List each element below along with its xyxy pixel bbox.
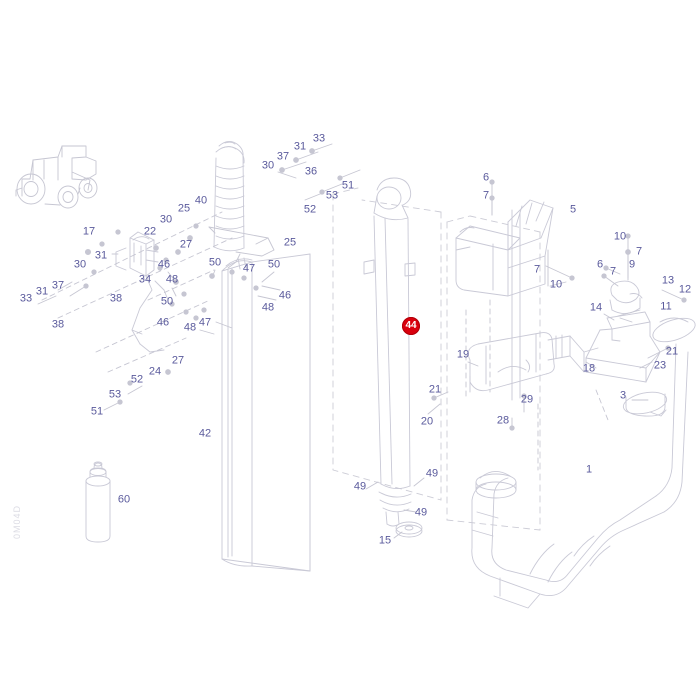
part-label-31: 31 — [35, 285, 49, 298]
frame-bracket-icon — [467, 332, 599, 393]
part-label-46: 46 — [156, 316, 170, 329]
part-label-7: 7 — [482, 189, 490, 202]
part-label-10: 10 — [613, 230, 627, 243]
exhaust-pipe-icon — [471, 317, 696, 609]
part-label-38: 38 — [109, 292, 123, 305]
part-label-7: 7 — [635, 245, 643, 258]
part-label-30: 30 — [261, 159, 275, 172]
part-label-53: 53 — [108, 388, 122, 401]
filter-canister-icon — [85, 461, 111, 543]
part-label-49: 49 — [353, 480, 367, 493]
part-label-52: 52 — [303, 203, 317, 216]
part-label-53: 53 — [325, 189, 339, 202]
part-label-49: 49 — [425, 467, 439, 480]
part-label-27: 27 — [179, 238, 193, 251]
part-label-36: 36 — [304, 165, 318, 178]
part-label-18: 18 — [582, 362, 596, 375]
part-label-50: 50 — [208, 256, 222, 269]
part-label-30: 30 — [73, 258, 87, 271]
highlighted-part-marker[interactable]: 44 — [402, 317, 420, 335]
part-label-22: 22 — [143, 225, 157, 238]
corner-code: 0M04D — [12, 505, 22, 540]
part-label-24: 24 — [148, 365, 162, 378]
part-label-7: 7 — [533, 263, 541, 276]
part-label-21: 21 — [665, 345, 679, 358]
part-label-12: 12 — [678, 283, 692, 296]
part-label-21: 21 — [428, 383, 442, 396]
part-label-11: 11 — [660, 300, 672, 313]
part-label-51: 51 — [341, 179, 355, 192]
part-label-52: 52 — [130, 373, 144, 386]
part-label-25: 25 — [177, 202, 191, 215]
corrugated-hose-icon — [213, 141, 245, 252]
part-label-29: 29 — [520, 393, 534, 406]
part-label-50: 50 — [267, 258, 281, 271]
part-label-33: 33 — [19, 292, 33, 305]
part-label-5: 5 — [569, 203, 577, 216]
part-label-38: 38 — [51, 318, 65, 331]
part-label-46: 46 — [157, 258, 171, 271]
part-label-47: 47 — [198, 316, 212, 329]
linkage-cluster-icon — [111, 231, 169, 353]
part-label-17: 17 — [82, 225, 96, 238]
part-label-10: 10 — [549, 278, 563, 291]
part-label-28: 28 — [496, 414, 510, 427]
hood-cover-icon — [455, 199, 554, 297]
part-label-37: 37 — [51, 279, 65, 292]
muffler-cap-icon — [622, 391, 668, 417]
part-label-30: 30 — [159, 213, 173, 226]
part-label-23: 23 — [653, 359, 667, 372]
part-label-7: 7 — [609, 265, 617, 278]
part-label-46: 46 — [278, 289, 292, 302]
part-label-33: 33 — [312, 132, 326, 145]
part-label-40: 40 — [194, 194, 208, 207]
part-label-48: 48 — [261, 301, 275, 314]
part-label-34: 34 — [138, 273, 152, 286]
part-label-25: 25 — [283, 236, 297, 249]
part-label-27: 27 — [171, 354, 185, 367]
part-label-9: 9 — [628, 258, 636, 271]
tailpipe-icon — [363, 177, 423, 538]
part-label-50: 50 — [160, 295, 174, 308]
part-label-42: 42 — [198, 427, 212, 440]
part-label-47: 47 — [242, 262, 256, 275]
part-label-31: 31 — [94, 249, 108, 262]
part-label-14: 14 — [589, 301, 603, 314]
part-label-49: 49 — [414, 506, 428, 519]
part-label-60: 60 — [117, 493, 131, 506]
part-label-37: 37 — [276, 150, 290, 163]
part-label-3: 3 — [619, 389, 627, 402]
part-label-13: 13 — [661, 274, 675, 287]
mounting-bracket-icon — [585, 280, 661, 383]
part-label-48: 48 — [165, 273, 179, 286]
tractor-icon — [15, 145, 98, 209]
part-label-15: 15 — [378, 534, 392, 547]
part-label-31: 31 — [293, 140, 307, 153]
part-label-19: 19 — [456, 348, 470, 361]
part-label-6: 6 — [596, 258, 604, 271]
part-label-48: 48 — [183, 321, 197, 334]
part-label-20: 20 — [420, 415, 434, 428]
part-label-6: 6 — [482, 171, 490, 184]
part-label-1: 1 — [585, 463, 593, 476]
part-label-51: 51 — [90, 405, 104, 418]
leader-lines — [37, 143, 687, 539]
